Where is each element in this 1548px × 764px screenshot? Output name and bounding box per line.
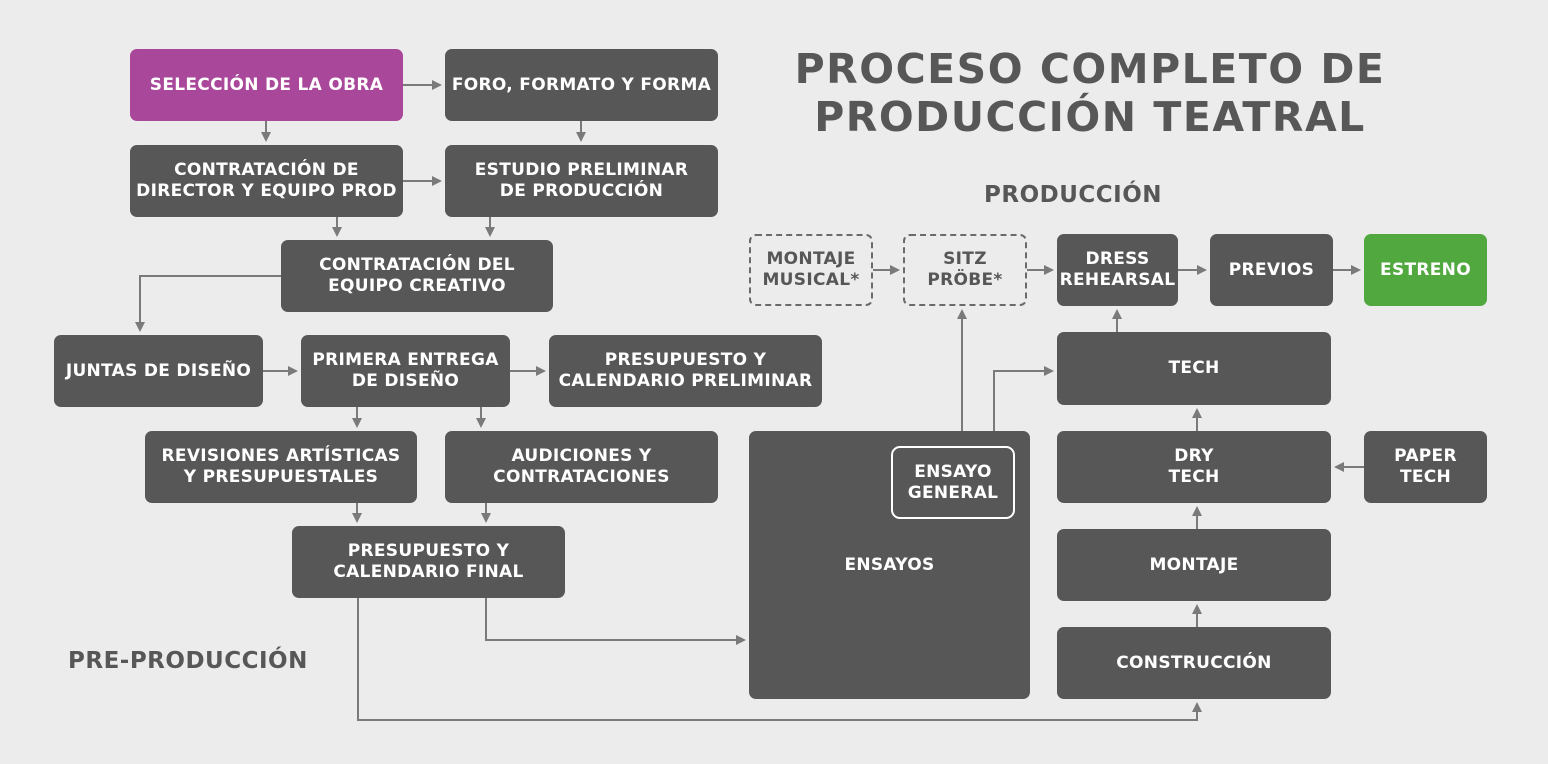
arrow-presupuesto-final-to-construccion (357, 598, 1202, 721)
node-contratacion-equipo-creativo: CONTRATACIÓN DEL EQUIPO CREATIVO (281, 240, 553, 312)
node-estreno: ESTRENO (1364, 234, 1487, 306)
node-presupuesto-calendario-preliminar: PRESUPUESTO Y CALENDARIO PRELIMINAR (549, 335, 822, 407)
node-tech: TECH (1057, 332, 1331, 405)
node-foro-formato-y-forma: FORO, FORMATO Y FORMA (445, 49, 718, 121)
arrow-presupuesto-final-to-ensayos (485, 598, 746, 645)
node-montaje: MONTAJE (1057, 529, 1331, 601)
node-presupuesto-calendario-final: PRESUPUESTO Y CALENDARIO FINAL (292, 526, 565, 598)
node-dry-tech: DRY TECH (1057, 431, 1331, 503)
section-label-preproduccion: PRE-PRODUCCIÓN (68, 648, 308, 674)
node-seleccion-de-la-obra: SELECCIÓN DE LA OBRA (130, 49, 403, 121)
node-audiciones-contrataciones: AUDICIONES Y CONTRATACIONES (445, 431, 718, 503)
node-dress-rehearsal: DRESS REHEARSAL (1057, 234, 1178, 306)
node-revisiones-artisticas: REVISIONES ARTÍSTICAS Y PRESUPUESTALES (145, 431, 417, 503)
node-juntas-de-diseno: JUNTAS DE DISEÑO (54, 335, 263, 407)
section-label-produccion: PRODUCCIÓN (984, 182, 1163, 208)
node-sitz-probe: SITZ PRÖBE* (903, 234, 1027, 306)
node-montaje-musical: MONTAJE MUSICAL* (749, 234, 873, 306)
arrow-ensayos-to-tech (993, 366, 1054, 431)
node-ensayo-general: ENSAYO GENERAL (891, 446, 1015, 519)
node-ensayos: ENSAYOS (749, 431, 1030, 699)
node-primera-entrega-de-diseno: PRIMERA ENTREGA DE DISEÑO (301, 335, 510, 407)
node-estudio-preliminar: ESTUDIO PRELIMINAR DE PRODUCCIÓN (445, 145, 718, 217)
diagram-title: PROCESO COMPLETO DE PRODUCCIÓN TEATRAL (794, 45, 1386, 141)
node-contratacion-director: CONTRATACIÓN DE DIRECTOR Y EQUIPO PROD (130, 145, 403, 217)
arrow-creativo-to-juntas (135, 275, 281, 332)
node-paper-tech: PAPER TECH (1364, 431, 1487, 503)
node-previos: PREVIOS (1210, 234, 1333, 306)
node-construccion: CONSTRUCCIÓN (1057, 627, 1331, 699)
